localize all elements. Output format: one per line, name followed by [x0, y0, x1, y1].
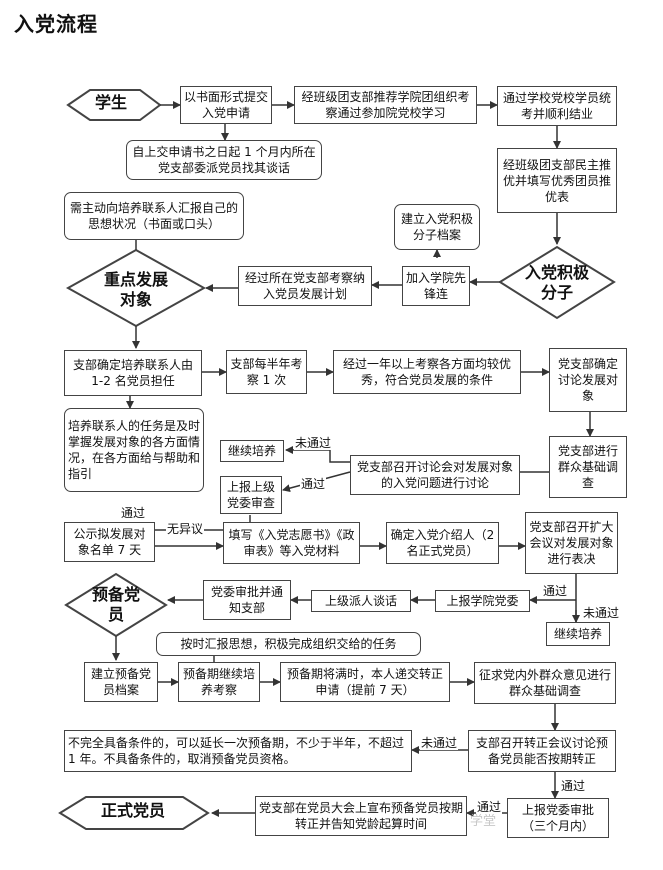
confirm-target-box: 党支部确定讨论发展对象 — [549, 348, 627, 412]
mass-survey-box: 党支部进行群众基础调查 — [549, 436, 627, 498]
fail-label-1: 未通过 — [294, 436, 333, 450]
pass-label-2: 通过 — [120, 506, 147, 520]
publicity-box: 公示拟发展对象名单 7 天 — [64, 522, 155, 562]
continue-training-box-1: 继续培养 — [220, 440, 284, 462]
one-year-review-box: 经过一年以上考察各方面均较优秀，符合党员发展的条件 — [333, 350, 521, 394]
continue-probation-box: 预备期继续培养考察 — [178, 662, 260, 702]
fail-label-3: 未通过 — [420, 736, 459, 750]
probationary-label: 预备党员 — [92, 585, 141, 624]
confirm-introducers-box: 确定入党介绍人（2 名正式党员） — [386, 522, 499, 564]
assign-contact-box: 支部确定培养联系人由 1-2 名党员担任 — [64, 350, 202, 396]
submit-application-box: 预备期将满时，本人递交转正申请（提前 7 天） — [280, 662, 450, 702]
solicit-opinions-box: 征求党内外群众意见进行群众基础调查 — [474, 662, 616, 704]
key-target-diamond — [65, 248, 207, 328]
activist-file-box: 建立入党积极分子档案 — [394, 204, 480, 250]
pass-label-1: 通过 — [300, 477, 327, 491]
report-thoughts-box: 需主动向培养联系人汇报自己的思想状况（书面或口头） — [64, 192, 244, 240]
fail-label-2: 未通过 — [582, 606, 621, 620]
regularization-meeting-box: 支部召开转正会议讨论预备党员能否按期转正 — [468, 730, 616, 772]
full-member-hexagon — [58, 796, 210, 830]
report-regularly-box: 按时汇报思想，积极完成组织交给的任务 — [156, 632, 421, 656]
pass-label-4: 通过 — [560, 779, 587, 793]
student-label: 学生 — [95, 93, 128, 112]
join-vanguard-box: 加入学院先锋连 — [402, 266, 470, 306]
democratic-recommend-box: 经班级团支部民主推优并填写优秀团员推优表 — [497, 148, 617, 213]
activist-diamond — [498, 245, 616, 320]
watermark: 学堂 — [470, 814, 497, 829]
pass-label-3: 通过 — [542, 584, 569, 598]
include-plan-box: 经过所在党支部考察纳入党员发展计划 — [238, 266, 372, 306]
class-recommend-box: 经班级团支部推荐学院团组织考察通过参加院党校学习 — [294, 86, 477, 124]
page-title: 入党流程 — [14, 12, 98, 36]
semiannual-review-box: 支部每半年考察 1 次 — [226, 350, 307, 394]
contact-duty-box: 培养联系人的任务是及时掌握发展对象的各方面情况，在各方面给与帮助和指引 — [64, 408, 204, 492]
committee-approve-box: 党委审批并通知支部 — [203, 580, 291, 620]
talk-within-month-box: 自上交申请书之日起 1 个月内所在党支部委派党员找其谈话 — [126, 140, 322, 180]
report-approval-box: 上报党委审批（三个月内） — [507, 798, 609, 838]
activist-label: 入党积极分子 — [524, 263, 589, 302]
full-member-label: 正式党员 — [101, 801, 166, 820]
establish-file-box: 建立预备党员档案 — [84, 662, 158, 702]
not-qualified-box: 不完全具备条件的，可以延长一次预备期，不少于半年，不超过 1 年。不具备条件的，… — [64, 730, 412, 772]
fill-materials-box: 填写《入党志愿书》《政审表》等入党材料 — [223, 522, 360, 564]
no-objection-label: 无异议 — [166, 522, 205, 536]
discussion-meeting-box: 党支部召开讨论会对发展对象的入党问题进行讨论 — [350, 455, 520, 495]
superior-talk-box: 上级派人谈话 — [311, 590, 411, 612]
key-target-label: 重点发展对象 — [103, 270, 168, 309]
superior-review-box: 上报上级党委审查 — [220, 476, 282, 514]
enlarged-meeting-box: 党支部召开扩大会议对发展对象进行表决 — [525, 512, 618, 574]
pass-exam-box: 通过学校党校学员统考并顺利结业 — [497, 86, 617, 126]
announce-full-box: 党支部在党员大会上宣布预备党员按期转正并告知党龄起算时间 — [255, 796, 467, 836]
written-application-box: 以书面形式提交入党申请 — [180, 86, 272, 124]
pass-label-5: 通过 — [476, 800, 503, 814]
continue-training-box-2: 继续培养 — [546, 622, 610, 646]
probationary-diamond — [64, 572, 168, 638]
report-college-box: 上报学院党委 — [435, 590, 530, 612]
